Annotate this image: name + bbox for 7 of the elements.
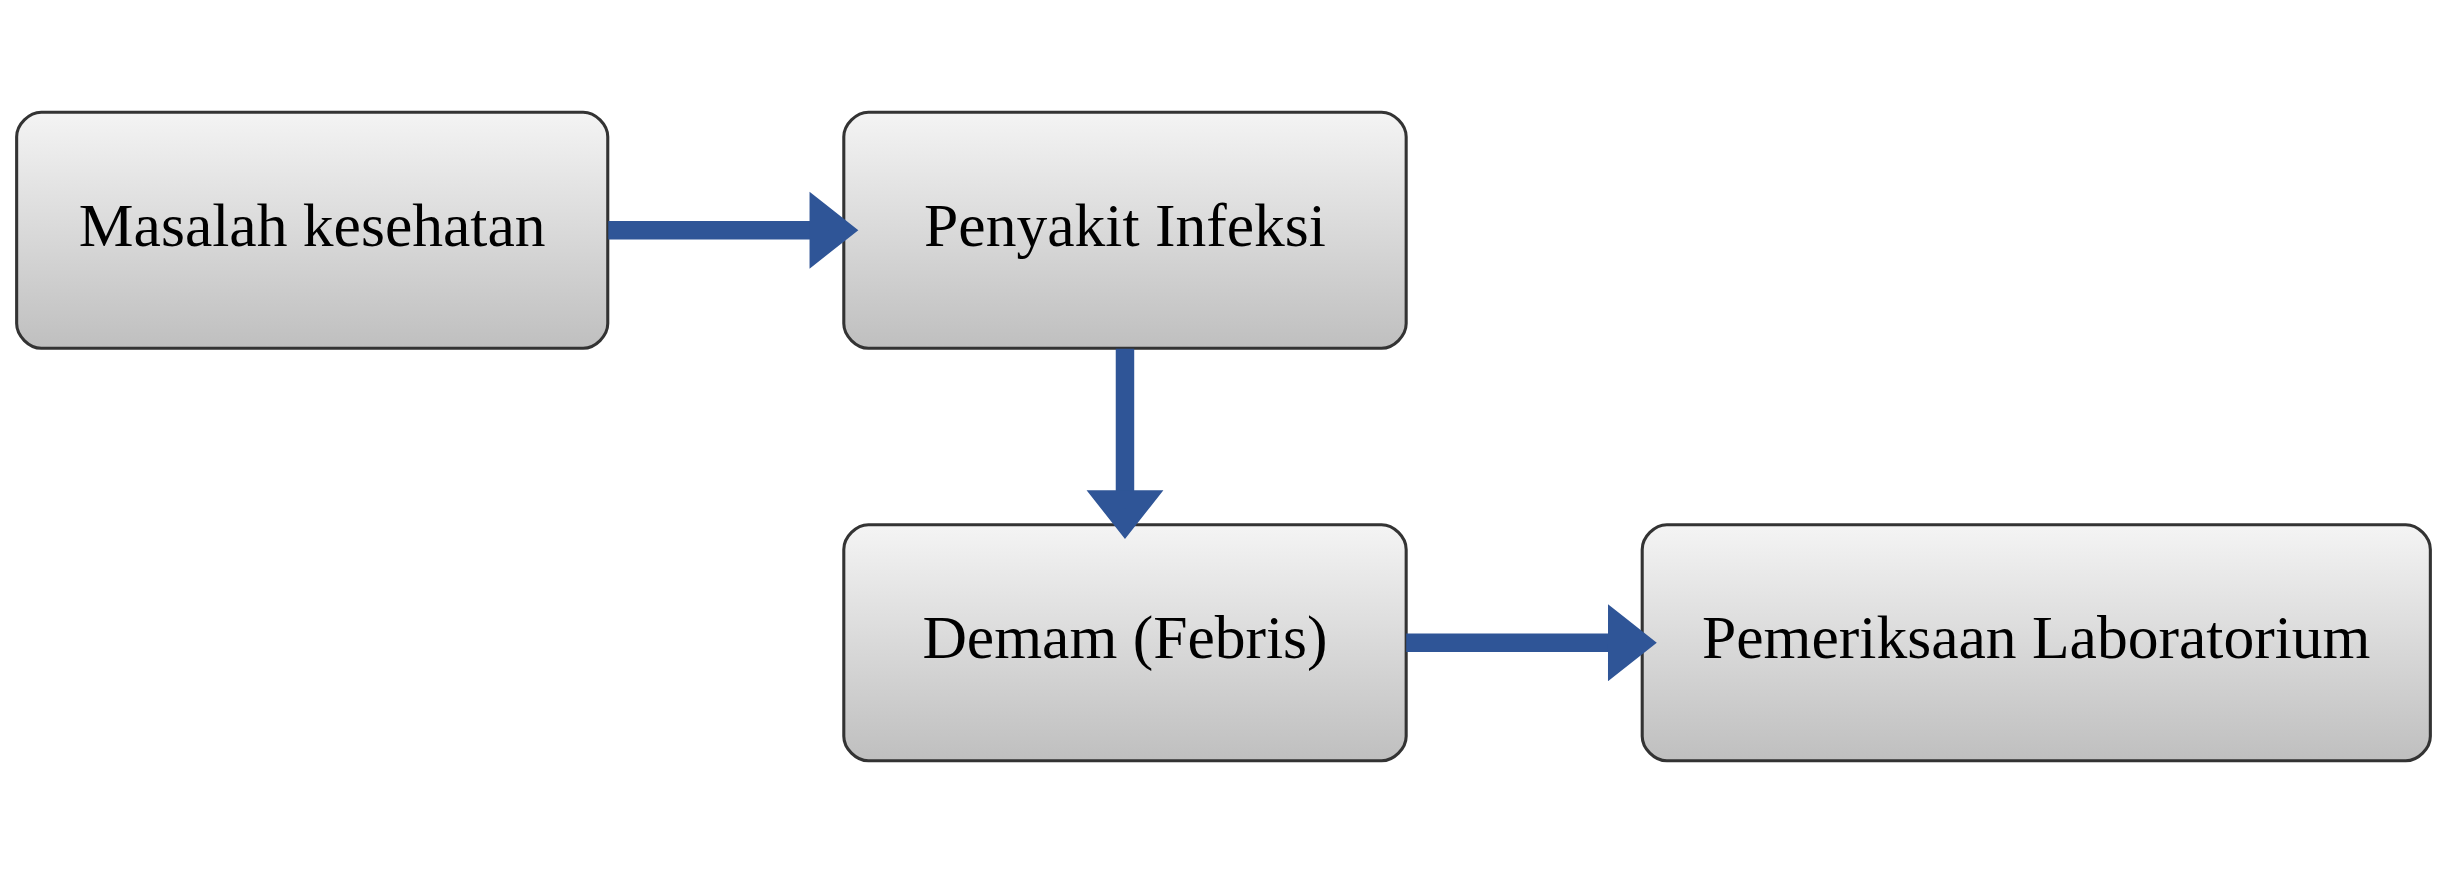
node-box: Demam (Febris) (842, 523, 1408, 763)
arrow (1406, 604, 1657, 682)
node-box: Penyakit Infeksi (842, 110, 1408, 350)
node-box: Pemeriksaan Laboratorium (1640, 523, 2432, 763)
arrow (608, 191, 859, 269)
arrow (1086, 348, 1164, 539)
node-box: Masalah kesehatan (15, 110, 610, 350)
